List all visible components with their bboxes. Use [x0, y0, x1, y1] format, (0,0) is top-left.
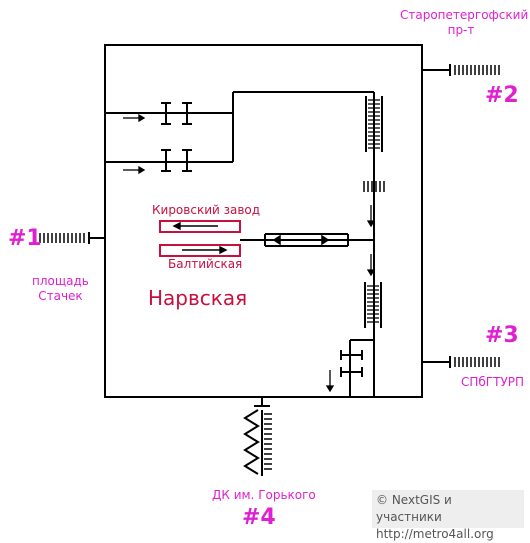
- platform-label-upper: Кировский завод: [152, 203, 261, 217]
- platform-rects: [159, 220, 241, 257]
- exit-4-connector: [243, 397, 272, 476]
- exit-4-number: #4: [242, 505, 276, 530]
- exit-3-label: СПбГТУРП: [461, 375, 525, 389]
- station-outline: [104, 44, 423, 398]
- stairs-right-middle: [364, 282, 382, 328]
- credits-box: © NextGIS и участники http://metro4all.o…: [372, 490, 524, 541]
- stairs-right-top: [365, 96, 383, 152]
- platform-passage: [264, 233, 349, 247]
- double-arrow-icon: [272, 234, 330, 246]
- credits-line-1: © NextGIS и участники: [376, 493, 452, 524]
- exit-4-label: ДК им. Горького: [212, 488, 316, 502]
- exit-3-number: #3: [485, 323, 519, 348]
- flow-arrows: [123, 113, 376, 393]
- exit-3-connector: [422, 356, 500, 368]
- exit-2-connector: [422, 64, 500, 76]
- exit-1-connector: [39, 232, 105, 244]
- stairs-middle: [363, 181, 385, 192]
- turnstiles-upper: [161, 102, 192, 172]
- platform-label-lower: Балтийская: [168, 257, 243, 271]
- station-name: Нарвская: [148, 286, 248, 310]
- exit-2-label: Старопетергофский пр-т: [400, 8, 529, 37]
- exit-2-number: #2: [485, 83, 519, 108]
- exit-1-label: площадь Стачек: [32, 274, 89, 303]
- exit-1-number: #1: [8, 226, 42, 251]
- turnstiles-lower: [340, 350, 363, 377]
- upper-passages: [105, 91, 375, 397]
- platform-direction-arrows: [172, 221, 228, 255]
